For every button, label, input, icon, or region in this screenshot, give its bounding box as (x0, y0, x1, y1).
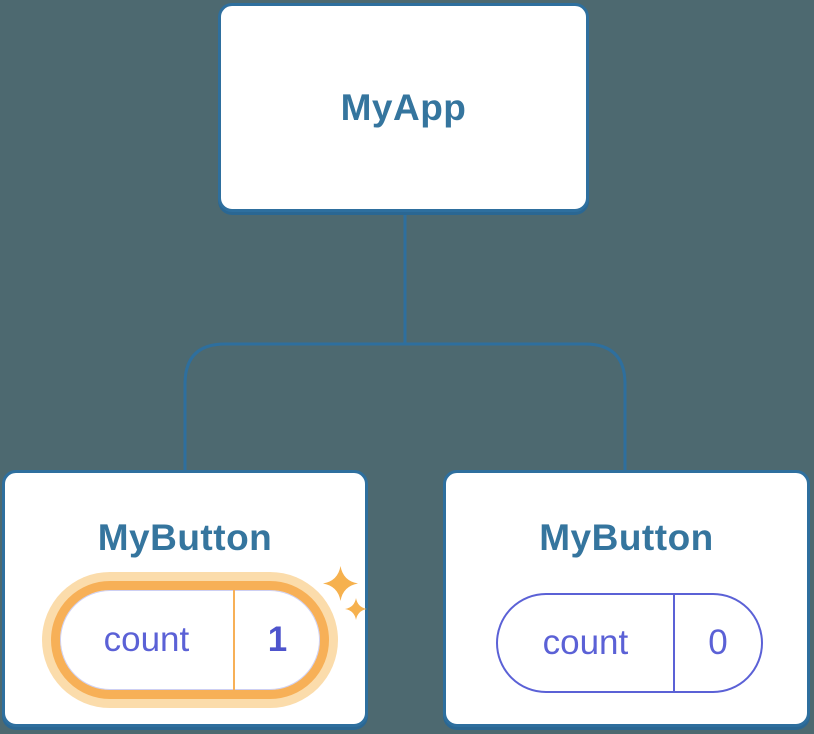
pill-divider (672, 595, 675, 691)
state-pill-plain: count 0 (496, 593, 763, 693)
component-node-mybutton-right: MyButton count 0 (443, 470, 810, 727)
sparkle-icon (345, 598, 367, 620)
component-node-mybutton-left: MyButton count 1 (2, 470, 368, 727)
component-label-myapp: MyApp (340, 86, 467, 128)
state-value: 1 (267, 620, 288, 659)
sparkle-icon (323, 566, 358, 601)
connector-branch-bracket (183, 342, 627, 470)
component-label-mybutton-right: MyButton (539, 517, 714, 558)
state-pill-highlighted: count 1 (51, 581, 329, 699)
state-name: count (103, 620, 190, 659)
component-label-mybutton-left: MyButton (97, 517, 273, 558)
component-node-myapp: MyApp (218, 3, 589, 212)
pill-divider (232, 590, 235, 690)
state-name: count (542, 623, 629, 662)
state-value: 0 (708, 623, 728, 662)
